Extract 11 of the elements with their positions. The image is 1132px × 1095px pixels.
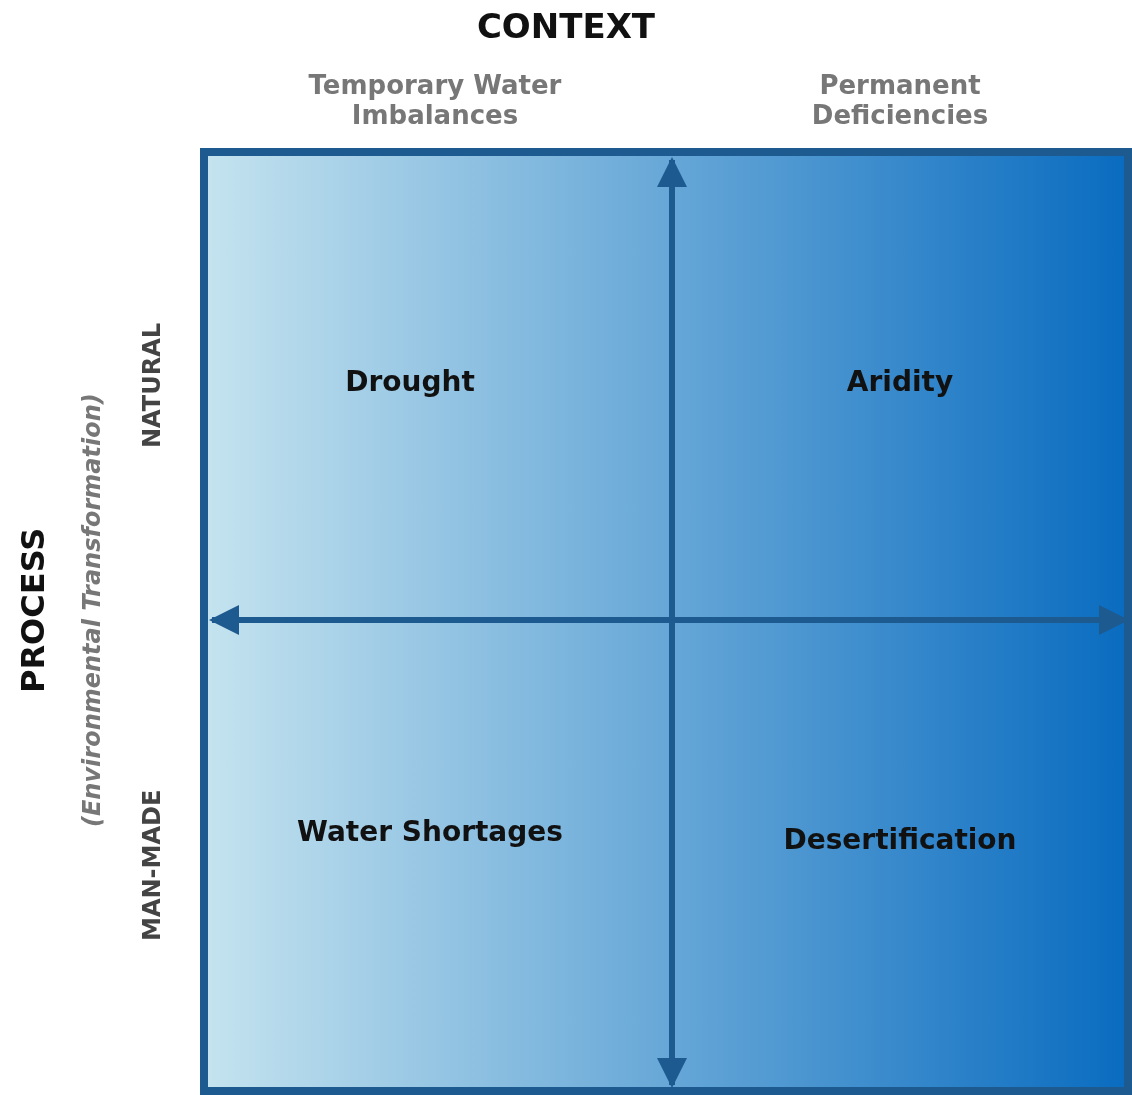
- quadrant-label: Water Shortages: [296, 815, 564, 848]
- axis-title: PROCESS: [14, 526, 52, 695]
- row-heading: NATURAL: [138, 321, 166, 450]
- row-heading: MAN-MADE: [138, 788, 166, 943]
- quadrant-label: Drought: [344, 365, 476, 398]
- axis-subtitle: (Environmental Transformation): [78, 392, 106, 829]
- quadrant-label: Aridity: [845, 365, 955, 398]
- quadrant-label: Desertification: [782, 823, 1018, 856]
- axis-title: CONTEXT: [475, 6, 657, 46]
- column-heading: Temporary Water Imbalances: [307, 70, 563, 130]
- column-heading: Permanent Deficiencies: [810, 70, 990, 130]
